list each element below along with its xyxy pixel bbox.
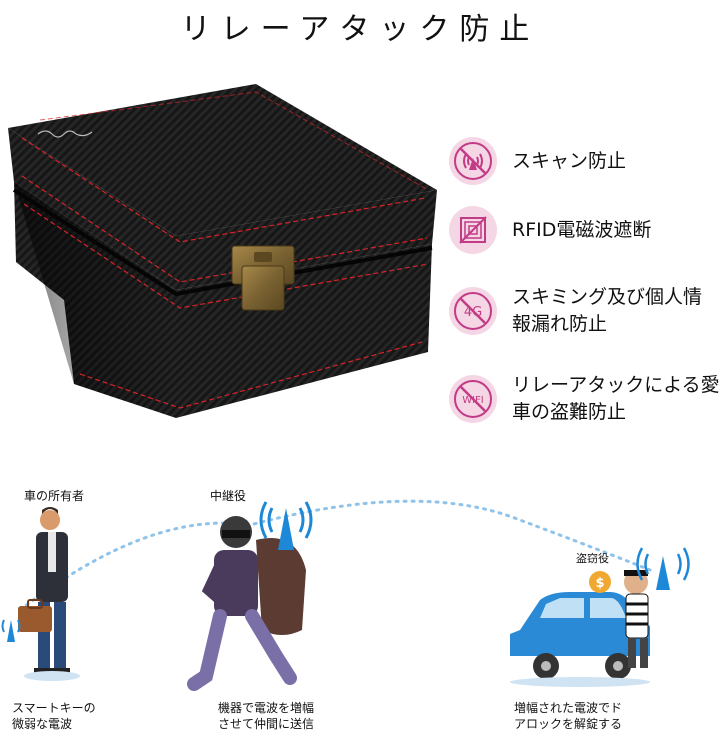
feature-relay-line-1: リレーアタックによる愛: [512, 374, 720, 396]
feature-scan-text: スキャン防止: [512, 149, 627, 172]
page-title: リレーアタック防止: [180, 12, 540, 47]
relay-attack-scene: $: [1, 499, 690, 691]
owner-label: 車の所有者: [24, 489, 85, 503]
owner-signal-icon: [1, 619, 21, 642]
feature-scan-prevention: スキャン防止: [448, 136, 720, 186]
thief-signal-icon: [636, 547, 690, 590]
car-icon: [510, 592, 650, 687]
feature-relay-text: リレーアタックによる愛 車の盗難防止: [512, 372, 720, 426]
car-owner-figure: [18, 507, 80, 681]
thief-caption: 増幅された電波でド アロックを解錠する: [514, 700, 622, 732]
dollar-sign: $: [595, 576, 604, 591]
feature-rfid-block: RFID電磁波遮断: [448, 205, 720, 255]
signal-path: [18, 499, 652, 612]
relay-caption: 機器で電波を増幅 させて仲間に送信: [218, 700, 314, 732]
rfid-chip-icon: [449, 206, 497, 254]
feature-skimming-line-2: 報漏れ防止: [512, 313, 608, 335]
relay-thief-figure: [187, 516, 306, 691]
relay-signal-icon: [259, 501, 313, 550]
4g-block-icon: 4G: [449, 287, 497, 335]
owner-caption-line-1: スマートキーの: [12, 701, 96, 715]
relay-label: 中継役: [210, 489, 247, 503]
feature-relay-attack-prevention: WIFI リレーアタックによる愛 車の盗難防止: [448, 372, 720, 426]
thief-caption-line-2: アロックを解錠する: [514, 717, 623, 731]
relay-caption-line-1: 機器で電波を増幅: [218, 701, 315, 715]
thief-label: 盗窃役: [576, 552, 609, 565]
wifi-block-icon: WIFI: [449, 375, 497, 423]
feature-rfid-text: RFID電磁波遮断: [512, 218, 652, 241]
feature-skimming-text: スキミング及び個人情 報漏れ防止: [512, 284, 720, 338]
feature-skimming-prevention: 4G スキミング及び個人情 報漏れ防止: [448, 284, 720, 338]
signal-block-icon: [449, 137, 497, 185]
owner-caption: スマートキーの 微弱な電波: [12, 700, 96, 732]
feature-skimming-line-1: スキミング及び個人情: [512, 286, 703, 308]
relay-caption-line-2: させて仲間に送信: [218, 717, 315, 731]
feature-relay-line-2: 車の盗難防止: [512, 401, 627, 423]
owner-caption-line-2: 微弱な電波: [12, 717, 73, 731]
dollar-bag-icon: $: [589, 571, 611, 593]
car-thief-figure: [624, 570, 649, 668]
thief-caption-line-1: 増幅された電波でド: [514, 701, 623, 715]
